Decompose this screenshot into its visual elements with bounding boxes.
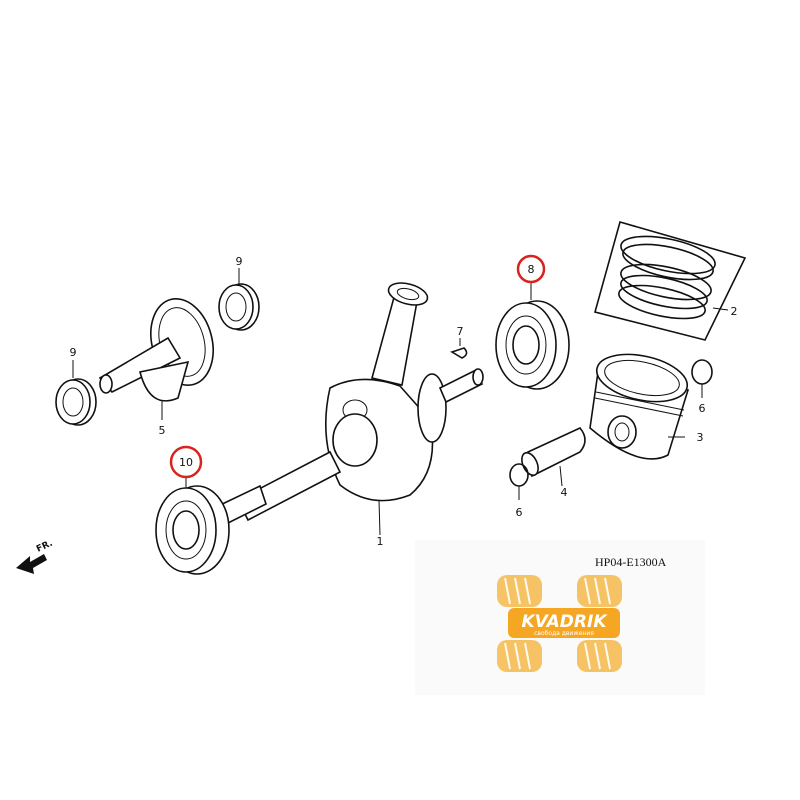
part-label-10: 10	[179, 456, 193, 469]
part-label-4: 4	[561, 486, 568, 499]
balancer-shaft	[98, 297, 214, 420]
part-label-7: 7	[457, 325, 464, 338]
piston-pin-clip-left	[509, 463, 529, 500]
piston-pin	[521, 427, 586, 487]
part-label-1: 1	[377, 535, 384, 548]
left-crank-bearing	[155, 476, 230, 575]
part-label-8: 8	[528, 263, 535, 276]
part-label-6-left: 6	[516, 506, 523, 519]
diagram-code: HP04-E1300A	[595, 555, 667, 569]
highlight-circle-8	[516, 254, 546, 284]
piston-pin-clip-right	[691, 359, 713, 398]
woodruff-key	[450, 338, 468, 359]
piston-ring-set	[594, 221, 747, 341]
watermark-brand: KVADRIK	[521, 612, 608, 632]
piston	[589, 353, 690, 460]
part-label-6-right: 6	[699, 402, 706, 415]
front-direction-arrow: FR.	[16, 539, 54, 574]
watermark-logo: KVADRIK свобода движения	[415, 540, 705, 695]
balancer-bearing-lower	[55, 360, 97, 426]
direction-label: FR.	[35, 539, 54, 555]
part-label-9-lower: 9	[70, 346, 77, 359]
crankshaft	[212, 282, 484, 536]
right-crank-bearing	[495, 282, 570, 390]
watermark-tagline: свобода движения	[534, 630, 594, 637]
part-label-3: 3	[697, 431, 704, 444]
part-label-9-upper: 9	[236, 255, 243, 268]
balancer-bearing-upper	[218, 268, 260, 331]
part-label-2: 2	[731, 305, 738, 318]
part-label-5: 5	[159, 424, 166, 437]
highlight-circle-10	[169, 445, 203, 479]
